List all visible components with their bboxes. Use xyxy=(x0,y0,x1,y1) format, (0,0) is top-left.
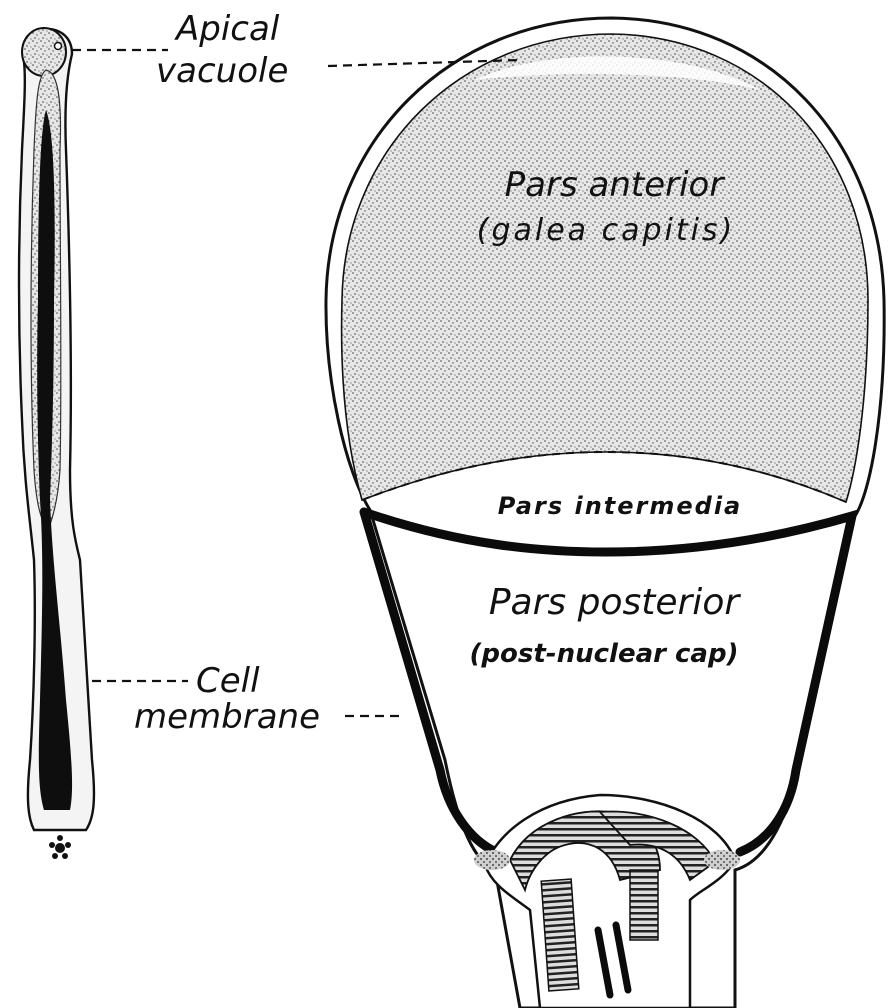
centriole-icon xyxy=(49,835,71,859)
label-membrane: membrane xyxy=(134,697,320,737)
label-pars-anterior: Pars anterior xyxy=(505,165,726,205)
label-post-nuclear-cap: (post-nuclear cap) xyxy=(470,639,739,669)
label-apical: Apical xyxy=(174,9,280,49)
apical-vacuole-dot xyxy=(55,43,62,50)
label-cell: Cell xyxy=(196,661,260,701)
label-pars-posterior: Pars posterior xyxy=(489,582,741,623)
apical-head xyxy=(22,28,66,76)
label-galea-capitis: (galea capitis) xyxy=(477,213,736,248)
label-pars-intermedia: Pars intermedia xyxy=(498,492,743,520)
label-vacuole: vacuole xyxy=(156,51,288,91)
spermatid-side-view xyxy=(19,28,94,859)
